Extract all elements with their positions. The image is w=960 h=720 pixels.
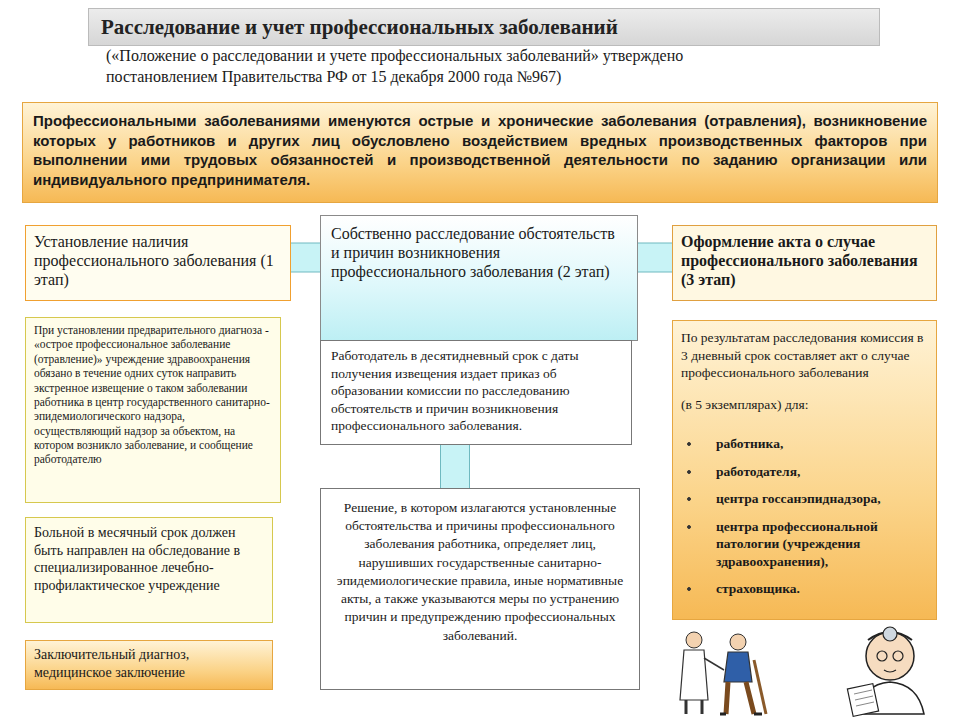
connector-fill <box>291 244 320 272</box>
connector-band <box>455 445 456 488</box>
box-text: Решение, в котором излагаются установлен… <box>333 499 627 645</box>
result-box: Заключительный диагноз, медицинское закл… <box>25 640 273 690</box>
list-item: страховщика. <box>681 580 928 598</box>
connector-fill <box>441 445 469 488</box>
box-text: Профессиональными заболеваниями именуютс… <box>33 111 927 189</box>
list-item: центра профессиональной патологии (учреж… <box>681 518 928 571</box>
note-box: Больной в месячный срок должен быть напр… <box>25 517 273 623</box>
doctor-figure <box>847 627 924 716</box>
subtitle-note: («Положение о расследовании и учете проф… <box>106 46 766 88</box>
doctor-patient-figure <box>680 632 766 714</box>
stage-box: Установление наличия профессионального з… <box>25 225 291 301</box>
box-text: Установление наличия профессионального з… <box>34 232 282 290</box>
box-text: Работодатель в десятидневный срок с даты… <box>331 347 621 435</box>
box-text: Оформление акта о случае профессионально… <box>681 232 928 290</box>
connector-band <box>638 257 672 258</box>
diagram-title: Расследование и учет профессиональных за… <box>89 9 879 45</box>
list-item: работника, <box>681 435 928 453</box>
result-box: По результатам расследования комиссия в … <box>672 320 937 620</box>
list-item: центра госсанэпиднадзора, <box>681 490 928 508</box>
process-box: Решение, в котором излагаются установлен… <box>320 488 640 690</box>
connector-outline <box>440 445 470 488</box>
box-text: (в 5 экземплярах) для: <box>681 396 928 414</box>
list-item: работодателя, <box>681 463 928 481</box>
process-box: Работодатель в десятидневный срок с даты… <box>320 340 632 445</box>
note-box: При установлении предварительного диагно… <box>25 317 281 503</box>
title-band: Расследование и учет профессиональных за… <box>88 8 880 46</box>
connector-fill <box>638 244 672 272</box>
box-text: Больной в месячный срок должен быть напр… <box>34 524 264 594</box>
stage-box: Оформление акта о случае профессионально… <box>672 225 937 301</box>
connector-outline <box>291 243 320 273</box>
box-text: Заключительный диагноз, медицинское закл… <box>34 646 264 682</box>
definition-box: Профессиональными заболеваниями именуютс… <box>22 102 938 203</box>
connector-outline <box>638 243 672 273</box>
box-text: По результатам расследования комиссия в … <box>681 329 928 382</box>
stage-box: Собственно расследование обстоятельств и… <box>320 215 638 341</box>
connector-band <box>291 257 320 258</box>
box-text: При установлении предварительного диагно… <box>34 323 272 467</box>
box-text: Собственно расследование обстоятельств и… <box>331 224 627 282</box>
